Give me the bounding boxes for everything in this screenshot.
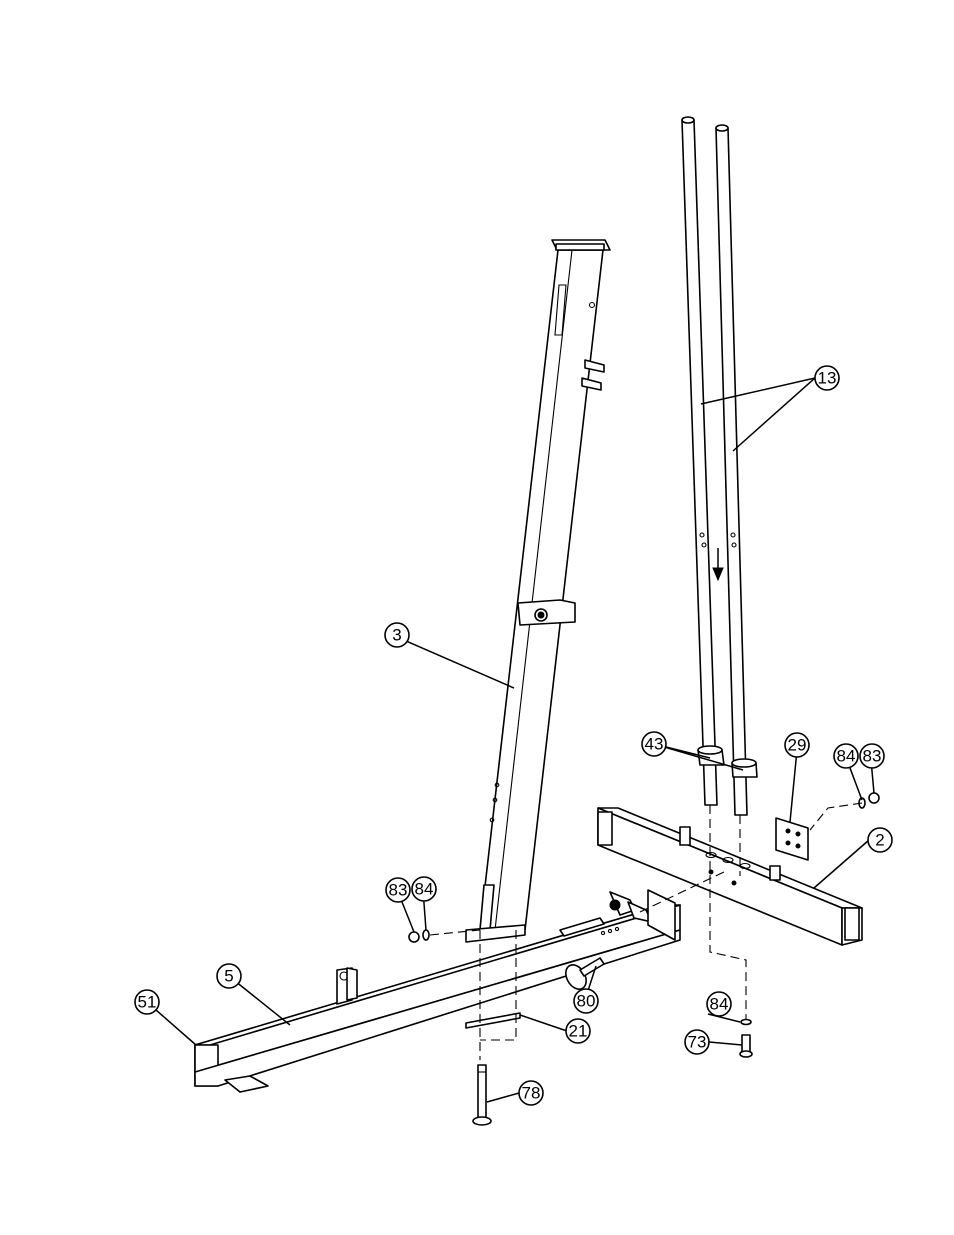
callout-78: 78: [519, 1081, 543, 1105]
callout-84: 84: [834, 744, 858, 768]
callout-2: 2: [868, 828, 892, 852]
nut-washer-top-right: [859, 793, 879, 808]
callout-84-left: 84: [412, 877, 436, 901]
callout-5: 5: [217, 964, 241, 988]
svg-text:84: 84: [837, 747, 856, 766]
left-nut-washer: [409, 930, 429, 942]
callout-3: 3: [385, 623, 409, 647]
callout-13: 13: [815, 366, 839, 390]
callout-21: 21: [566, 1019, 590, 1043]
svg-text:3: 3: [392, 626, 401, 645]
callout-29: 29: [785, 733, 809, 757]
bottom-plate: [466, 1013, 520, 1028]
main-base-beam: [195, 890, 680, 1092]
svg-text:83: 83: [389, 881, 408, 900]
callout-83: 83: [860, 744, 884, 768]
callout-73: 73: [685, 1030, 709, 1054]
mounting-plate: [776, 818, 808, 860]
svg-text:83: 83: [863, 747, 882, 766]
svg-text:5: 5: [224, 967, 233, 986]
guide-rods: [682, 117, 747, 815]
svg-text:29: 29: [788, 736, 807, 755]
svg-text:43: 43: [645, 735, 664, 754]
svg-text:80: 80: [577, 992, 596, 1011]
callout-43: 43: [642, 732, 666, 756]
svg-text:78: 78: [522, 1084, 541, 1103]
callout-84-lower: 84: [707, 992, 731, 1016]
svg-text:84: 84: [415, 880, 434, 899]
upright-post: [466, 240, 610, 942]
callout-80: 80: [574, 989, 598, 1013]
callout-83-left: 83: [386, 878, 410, 902]
svg-text:84: 84: [710, 995, 729, 1014]
svg-text:51: 51: [138, 993, 157, 1012]
svg-text:13: 13: [818, 369, 837, 388]
svg-text:73: 73: [688, 1033, 707, 1052]
callout-51: 51: [135, 990, 159, 1014]
lower-washer-bolt: [740, 1020, 752, 1058]
svg-text:21: 21: [569, 1022, 588, 1041]
svg-text:2: 2: [875, 831, 884, 850]
long-bolt: [473, 1065, 491, 1125]
